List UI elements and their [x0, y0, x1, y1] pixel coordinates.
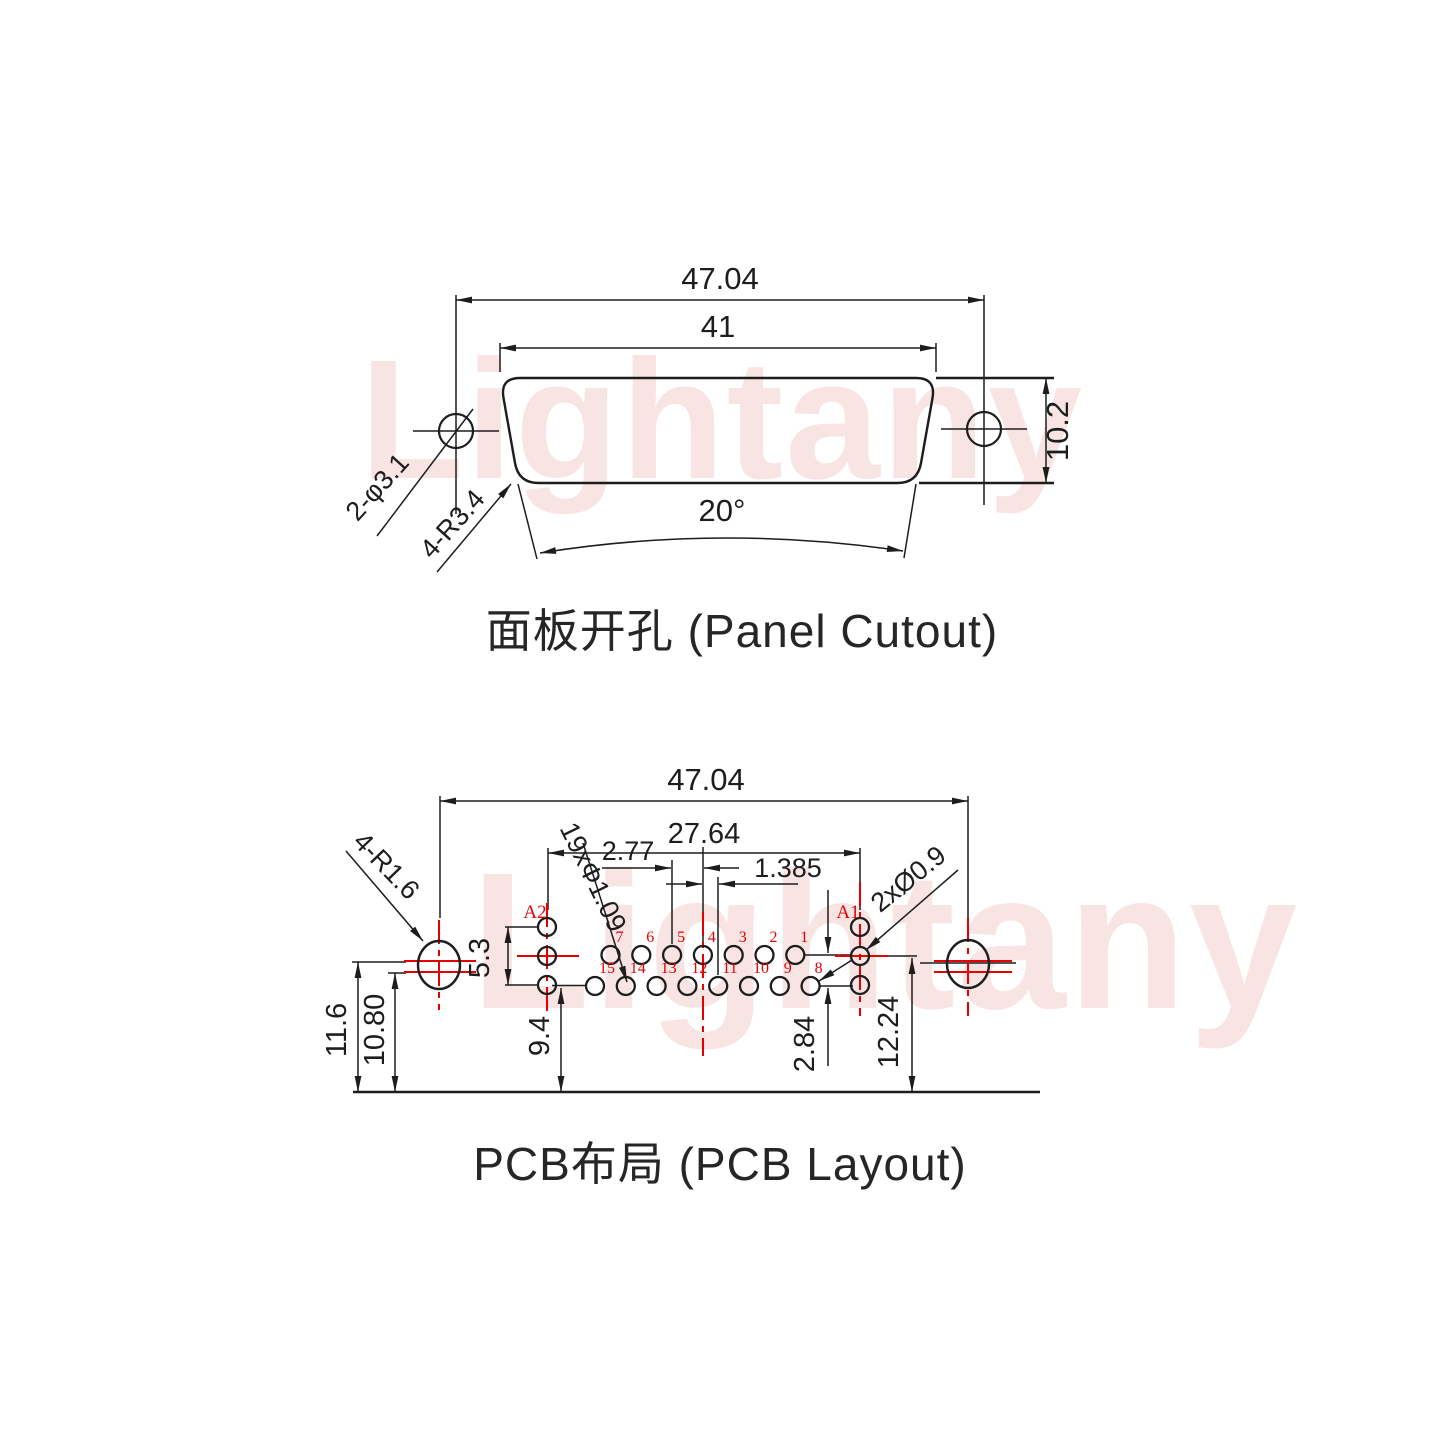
svg-text:14: 14	[630, 960, 646, 977]
dim-pcb-contact-span: 27.64	[668, 818, 741, 850]
svg-text:5: 5	[677, 929, 685, 946]
pcb-mount-hole-right	[945, 938, 991, 990]
coax-label-a2: A2	[523, 902, 546, 923]
pcb-centerlines	[404, 882, 1012, 1056]
dim-panel-cutout-width: 41	[701, 309, 735, 344]
panel-cutout-title: 面板开孔 (Panel Cutout)	[486, 605, 998, 657]
svg-text:6: 6	[646, 929, 654, 946]
dim-panel-side-angle: 20°	[699, 493, 746, 528]
svg-text:1: 1	[800, 929, 808, 946]
svg-text:12: 12	[691, 960, 707, 977]
dim-pcb-coax-span: 5.3	[464, 938, 496, 978]
coax-holes-a2	[536, 916, 558, 996]
dim-pcb-mount-height: 11.6	[321, 1003, 353, 1057]
pin-holes-bottom-row	[584, 975, 821, 997]
svg-text:3: 3	[739, 929, 747, 946]
pcb-layout-view: 7 6 5 4 3 2 1 15 14 13 12 11 10 9 8 A2 A…	[321, 762, 1040, 1190]
svg-text:11: 11	[722, 960, 737, 977]
svg-text:8: 8	[815, 960, 823, 977]
svg-text:7: 7	[616, 929, 624, 946]
pcb-mount-hole-left	[416, 939, 462, 991]
svg-text:2: 2	[770, 929, 778, 946]
dim-pcb-row-height: 9.4	[524, 1016, 556, 1056]
svg-text:10: 10	[753, 960, 769, 977]
pcb-dimension-lines	[345, 796, 1016, 1092]
svg-text:15: 15	[599, 960, 615, 977]
pcb-layout-title: PCB布局 (PCB Layout)	[473, 1138, 966, 1190]
svg-text:13: 13	[661, 960, 677, 977]
dim-pcb-mount-height2: 10.80	[359, 994, 391, 1067]
dim-panel-cutout-height: 10.2	[1040, 401, 1075, 461]
coax-holes-a1	[849, 916, 871, 996]
svg-text:4: 4	[708, 929, 716, 946]
dim-pcb-coax-height: 12.24	[873, 996, 905, 1069]
pin-holes-top-row	[600, 944, 806, 966]
pin-number-labels: 7 6 5 4 3 2 1 15 14 13 12 11 10 9 8	[599, 929, 823, 977]
panel-dimension-lines	[376, 295, 1050, 573]
panel-mount-hole-left	[437, 412, 475, 450]
dsub-cutout-outline	[501, 376, 935, 485]
dim-pcb-pin-pitch: 2.77	[602, 836, 655, 866]
svg-text:9: 9	[784, 960, 792, 977]
dim-pcb-outer-width: 47.04	[667, 762, 745, 797]
dim-pcb-row-offset: 1.385	[754, 853, 822, 883]
coax-label-a1: A1	[836, 902, 859, 923]
dim-panel-outer-width: 47.04	[681, 261, 759, 296]
dim-pcb-row-gap: 2.84	[789, 1016, 821, 1072]
panel-mount-hole-right	[965, 410, 1003, 448]
